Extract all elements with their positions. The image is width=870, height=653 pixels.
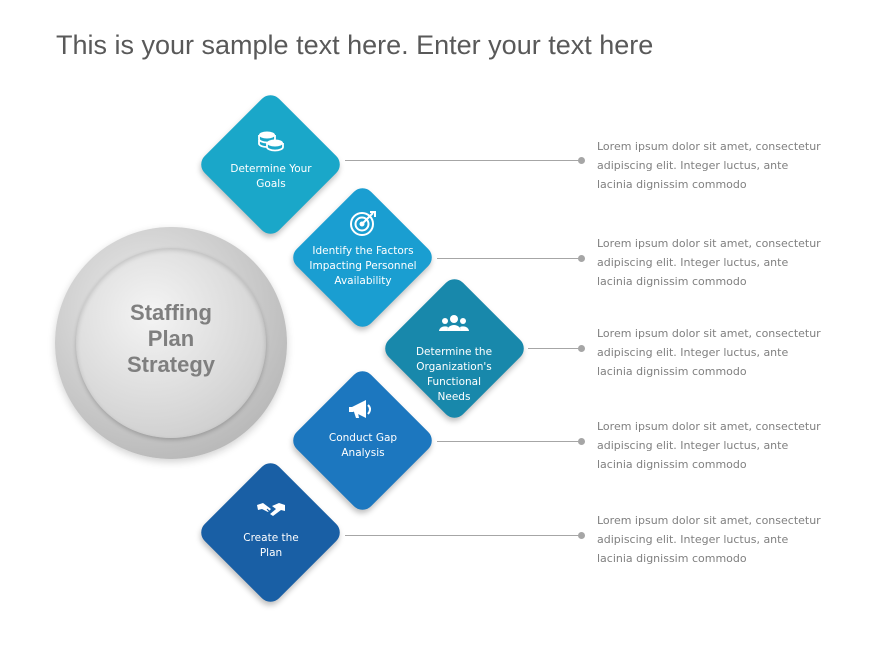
connector-dot-4	[578, 438, 585, 445]
coins-icon	[258, 131, 284, 152]
step-description-5: Lorem ipsum dolor sit amet, consectetur …	[597, 514, 821, 565]
connector-line-1	[345, 160, 582, 161]
step-1: Determine Your Goals	[201, 128, 341, 192]
connector-dot-1	[578, 157, 585, 164]
connector-dot-3	[578, 345, 585, 352]
step-4: Conduct Gap Analysis	[293, 397, 433, 461]
connector-line-3	[528, 348, 582, 349]
step-3: Determine the Organization's Functional …	[384, 311, 524, 405]
connector-dot-5	[578, 532, 585, 539]
step-description-3: Lorem ipsum dolor sit amet, consectetur …	[597, 327, 821, 378]
center-circle-inner	[76, 248, 266, 438]
step-description-1: Lorem ipsum dolor sit amet, consectetur …	[597, 140, 821, 191]
handshake-icon	[257, 503, 285, 516]
connector-line-2	[437, 258, 582, 259]
step-label-1: Determine Your Goals	[230, 163, 312, 190]
step-5: Create the Plan	[201, 497, 341, 561]
step-description-2: Lorem ipsum dolor sit amet, consectetur …	[597, 237, 821, 288]
connector-dot-2	[578, 255, 585, 262]
step-2: Identify the Factors Impacting Personnel…	[293, 210, 433, 289]
team-icon	[439, 315, 469, 331]
step-label-4: Conduct Gap Analysis	[328, 432, 398, 459]
center-label: Staffing Plan Strategy	[126, 300, 216, 377]
step-label-5: Create the Plan	[243, 532, 299, 559]
step-label-2: Identify the Factors Impacting Personnel…	[309, 245, 417, 287]
connector-line-5	[345, 535, 582, 536]
slide-title: This is your sample text here. Enter you…	[56, 30, 654, 60]
target-icon	[350, 211, 376, 236]
connector-line-4	[437, 441, 582, 442]
step-description-4: Lorem ipsum dolor sit amet, consectetur …	[597, 420, 821, 471]
megaphone-icon	[349, 400, 371, 418]
step-label-3: Determine the Organization's Functional …	[415, 346, 493, 403]
